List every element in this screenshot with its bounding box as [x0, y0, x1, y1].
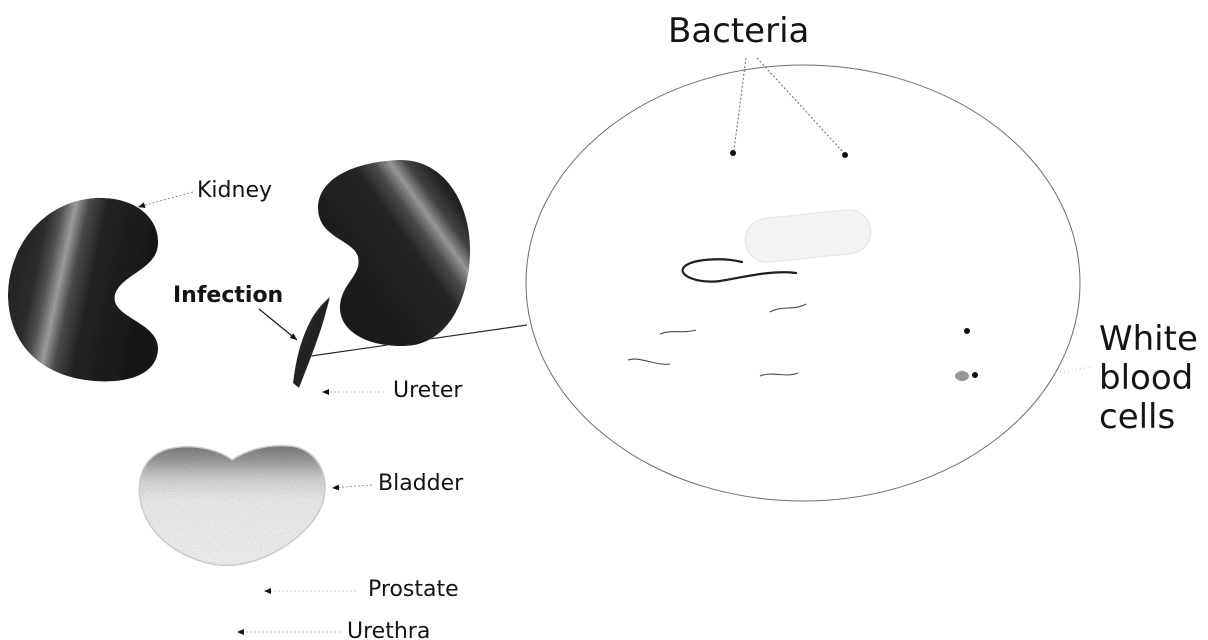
white-blood-cell-blob: [955, 371, 969, 381]
infection-pointer-arrow: [259, 309, 297, 340]
left-kidney: [8, 198, 158, 382]
magnified-view: [526, 58, 1092, 501]
kidney-pointer-arrow: [138, 192, 193, 207]
urinary-organs: [8, 160, 470, 565]
infected-ureter-segment: [293, 297, 330, 388]
label-bladder: Bladder: [378, 471, 464, 496]
bacterium-filament: [660, 330, 696, 334]
pointer-arrows: [138, 192, 384, 632]
bacterium-squiggle: [683, 259, 796, 281]
labels: Bacteria Kidney Infection Ureter Bladder…: [173, 11, 1198, 640]
label-bacteria: Bacteria: [668, 11, 809, 51]
label-white-blood-cells-line: White: [1099, 319, 1198, 359]
bacterium-filament: [628, 359, 670, 364]
label-white-blood-cells-line: cells: [1099, 397, 1175, 437]
label-infection: Infection: [173, 283, 283, 308]
label-prostate: Prostate: [368, 577, 459, 602]
label-white-blood-cells-line: blood: [1099, 358, 1193, 398]
label-ureter: Ureter: [393, 378, 463, 403]
bladder: [139, 446, 325, 566]
magnified-view-circle: [526, 65, 1080, 501]
bacterium-dot: [730, 150, 736, 156]
white-blood-cell-dot: [964, 328, 970, 334]
white-blood-cells-pointer-line: [1060, 367, 1092, 372]
bacteria-pointer-line: [757, 58, 843, 152]
bladder-pointer-arrow: [332, 485, 372, 488]
label-urethra: Urethra: [347, 619, 430, 640]
bacterium-filament: [770, 304, 806, 312]
right-kidney: [318, 160, 470, 346]
bacterium-filament: [760, 373, 798, 376]
bacterium-dot: [842, 152, 848, 158]
label-kidney: Kidney: [197, 178, 272, 203]
bacterium-capsule: [743, 208, 873, 265]
white-blood-cell-dot: [972, 372, 978, 378]
